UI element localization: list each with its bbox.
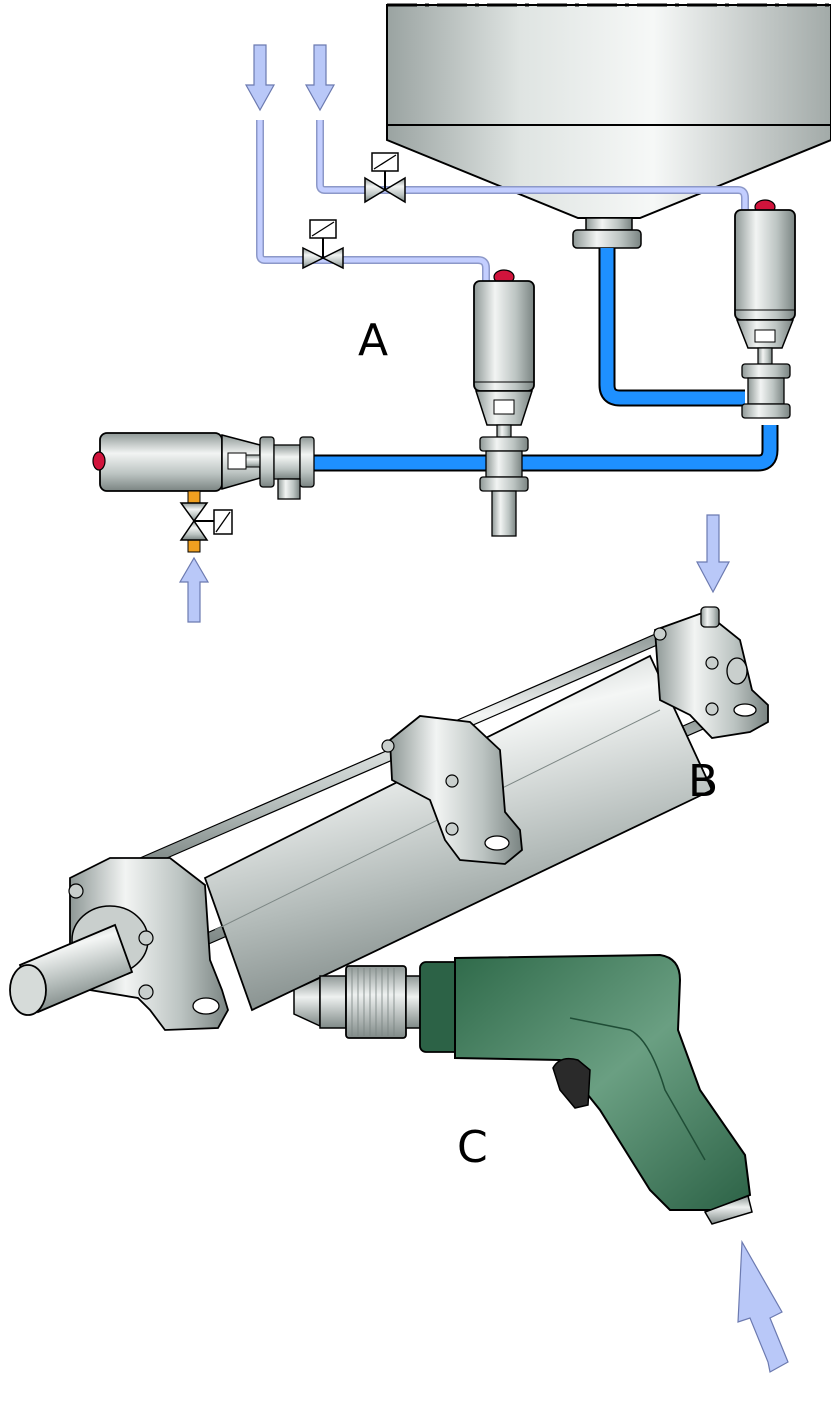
section-b: B [9,514,769,1031]
air-flow-arrow-icon [178,556,210,623]
drill-chuck [293,965,421,1039]
solenoid-valve-icon [302,219,344,270]
liquid-main-pipe [312,425,777,470]
piston-rod [9,923,134,1016]
solenoid-valve-icon [179,490,233,553]
solenoid-valve-icon [364,152,406,204]
air-flow-arrow-icon [696,514,730,594]
section-a: A [92,3,831,623]
pneumatic-drill-body [419,953,753,1225]
label-b: B [688,756,718,807]
actuator-valve-right [734,199,796,419]
air-flow-arrow-icon [737,1239,789,1373]
label-a: A [358,315,388,366]
air-flow-arrow-icon [304,44,336,112]
hopper-tank [386,3,831,249]
actuator-valve-horizontal [92,432,315,500]
air-flow-arrow-icon [244,44,276,112]
actuator-valve-middle [473,269,535,537]
rear-end-cap [653,606,769,739]
middle-mount-block [381,715,523,865]
label-c: C [457,1122,488,1173]
section-c: C [293,953,789,1373]
liquid-pipe [598,248,745,407]
